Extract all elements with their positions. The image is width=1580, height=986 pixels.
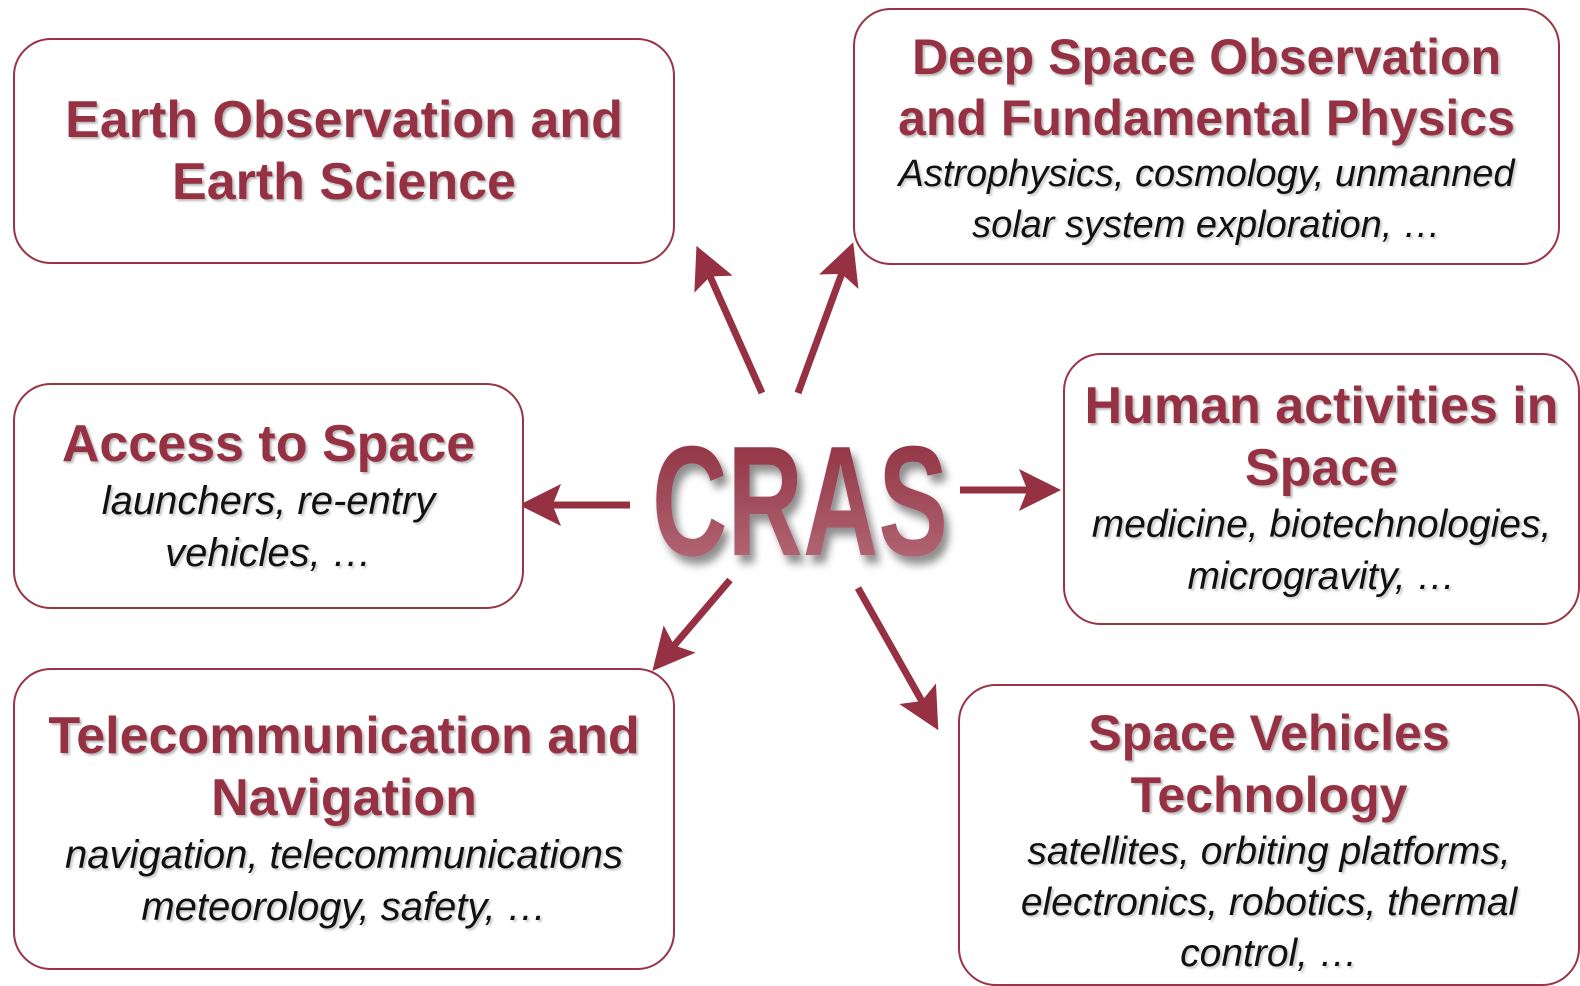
human-subtitle-line-2: microgravity, … xyxy=(1187,555,1456,598)
telecom-title-line-1: Telecommunication and xyxy=(48,707,640,765)
human-subtitle-line-1: medicine, biotechnologies, xyxy=(1091,503,1552,546)
earth-title-line-1: Earth Observation and xyxy=(65,91,623,149)
cras-logo-text: CRAS xyxy=(652,414,948,580)
earth-title-line-2: Earth Science xyxy=(172,153,516,211)
deep-title-line-1: Deep Space Observation xyxy=(911,28,1502,85)
arrow-to-telecommunication xyxy=(652,577,733,671)
access-subtitle-line-2: vehicles, … xyxy=(165,531,372,575)
vehicles-title-line-2: Technology xyxy=(1130,766,1408,823)
telecom-subtitle-line-2: meteorology, safety, … xyxy=(141,885,547,929)
vehicles-subtitle-line-3: control, … xyxy=(1180,931,1358,975)
human-title-line-2: Space xyxy=(1244,439,1399,497)
deep-subtitle-line-2: solar system exploration, … xyxy=(972,203,1441,246)
deep-title-line-2: and Fundamental Physics xyxy=(898,89,1515,146)
arrow-to-space-vehicles xyxy=(854,586,939,731)
box-human-activities: Human activities in Space medicine, biot… xyxy=(1063,353,1580,625)
human-title-line-1: Human activities in xyxy=(1084,377,1559,435)
vehicles-title-line-1: Space Vehicles xyxy=(1088,704,1450,761)
access-title: Access to Space xyxy=(61,415,476,473)
access-subtitle-line-1: launchers, re-entry xyxy=(101,479,436,523)
box-access-to-space: Access to Space launchers, re-entry vehi… xyxy=(13,383,524,609)
vehicles-subtitle-line-1: satellites, orbiting platforms, xyxy=(1027,829,1511,873)
box-telecommunication-navigation: Telecommunication and Navigation navigat… xyxy=(13,668,675,970)
box-space-vehicles-technology: Space Vehicles Technology satellites, or… xyxy=(958,684,1580,986)
box-earth-observation: Earth Observation and Earth Science xyxy=(13,38,675,264)
vehicles-subtitle-line-2: electronics, robotics, thermal xyxy=(1020,880,1518,924)
box-deep-space-observation: Deep Space Observation and Fundamental P… xyxy=(853,8,1560,265)
arrow-to-earth-observation xyxy=(694,245,766,395)
telecom-title-line-2: Navigation xyxy=(211,769,477,827)
telecom-subtitle-line-1: navigation, telecommunications xyxy=(64,833,624,877)
arrow-to-deep-space xyxy=(794,242,859,395)
deep-subtitle-line-1: Astrophysics, cosmology, unmanned xyxy=(898,152,1515,195)
cras-logo: CRAS xyxy=(652,414,948,580)
